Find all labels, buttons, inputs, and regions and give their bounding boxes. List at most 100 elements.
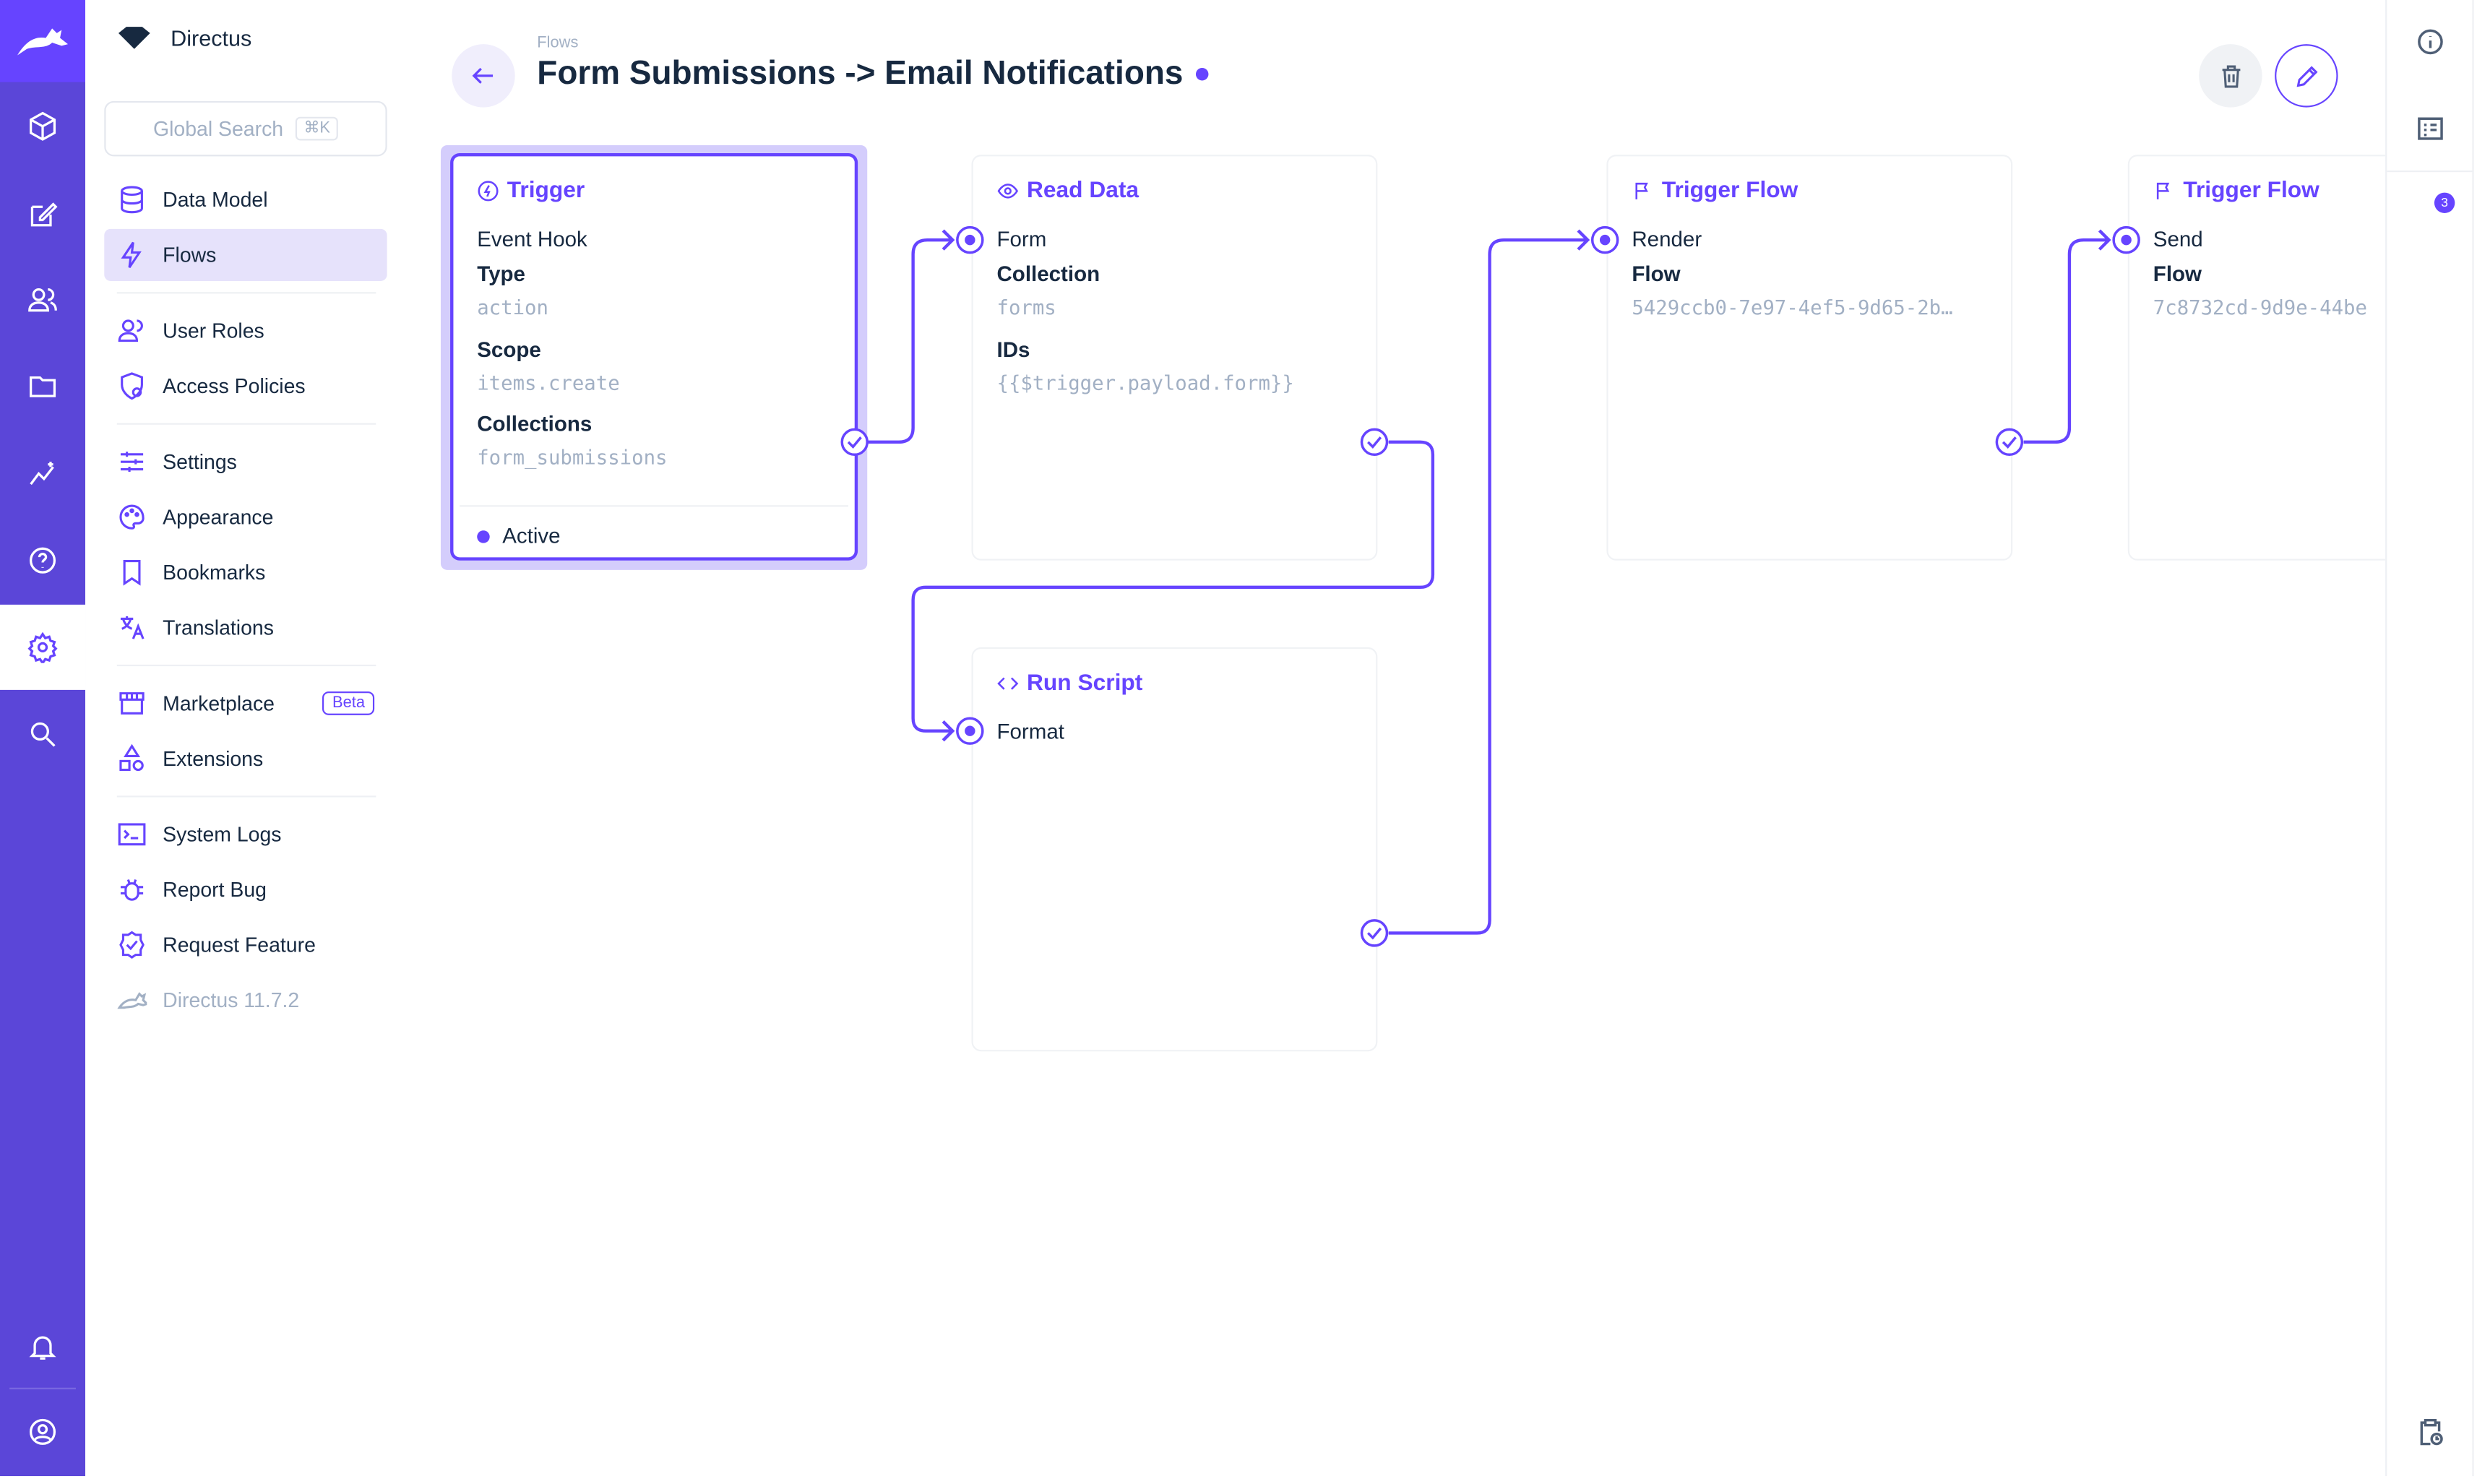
users-icon	[118, 319, 143, 342]
beta-badge: Beta	[322, 691, 375, 715]
nav-item-flows[interactable]: Flows	[104, 228, 387, 281]
clipboard-button[interactable]	[2387, 1389, 2473, 1475]
nav-label: Bookmarks	[163, 560, 266, 584]
directus-logo[interactable]	[0, 0, 86, 82]
trigger-flow-node-render[interactable]: Trigger Flow Render Flow 5429ccb0-7e97-4…	[1606, 155, 2013, 561]
module-bar	[0, 0, 86, 1477]
field-value: {{$trigger.payload.form}}	[996, 371, 1294, 395]
notification-badge: 3	[2434, 192, 2455, 213]
bolt-circle-icon	[478, 181, 499, 202]
nav-item-settings[interactable]: Settings	[104, 436, 387, 488]
connector-script-flow1	[1388, 238, 1588, 935]
read-data-node[interactable]: Read Data Form Collection forms IDs {{$t…	[971, 155, 1378, 561]
bell-icon[interactable]	[0, 1304, 85, 1389]
field-value: forms	[996, 295, 1056, 319]
logs-icon	[2418, 117, 2443, 140]
nav-item-data-model[interactable]: Data Model	[104, 173, 387, 225]
nav-label: Data Model	[163, 188, 268, 212]
nav-item-system-logs[interactable]: System Logs	[104, 808, 387, 860]
field-value: items.create	[477, 371, 620, 395]
nav-item-access-policies[interactable]: Access Policies	[104, 360, 387, 412]
node-name: Form	[996, 227, 1047, 251]
nav-label: Translations	[163, 616, 274, 639]
status-dot	[1195, 67, 1209, 81]
nav-item-report-bug[interactable]: Report Bug	[104, 863, 387, 915]
connector-arrowhead	[1577, 229, 1590, 251]
logs-button[interactable]: 3	[2387, 87, 2474, 213]
back-button[interactable]	[452, 44, 515, 108]
trigger-node[interactable]: Trigger Event Hook Type action Scope ite…	[450, 152, 858, 561]
files-module-icon[interactable]	[0, 344, 85, 429]
nav-label: Request Feature	[163, 933, 316, 957]
rabbit-icon	[117, 992, 147, 1009]
nav-item-extensions[interactable]: Extensions	[104, 733, 387, 785]
node-title: Trigger Flow	[2153, 178, 2319, 204]
node-title: Trigger Flow	[1632, 178, 1798, 204]
field-label: Collection	[996, 262, 1100, 286]
nav-label: Appearance	[163, 505, 274, 530]
database-icon	[121, 186, 143, 214]
nav-label: Marketplace	[163, 691, 275, 715]
nav-divider	[116, 292, 376, 294]
version-label: Directus 11.7.2	[163, 988, 300, 1012]
translate-icon	[120, 616, 145, 639]
nav-item-translations[interactable]: Translations	[104, 602, 387, 654]
rail-divider	[9, 1387, 76, 1389]
connector-arrowhead	[2098, 229, 2111, 251]
field-value: action	[477, 295, 548, 319]
info-button[interactable]	[2387, 0, 2473, 82]
field-label: Flow	[1632, 262, 1681, 286]
eye-icon	[997, 184, 1019, 199]
bookmark-icon	[123, 559, 141, 586]
node-title: Trigger	[477, 178, 585, 204]
run-script-node[interactable]: Run Script Format	[971, 647, 1378, 1052]
project-brand[interactable]: Directus	[117, 25, 251, 51]
arrow-left-icon	[472, 67, 494, 84]
bug-icon	[120, 879, 144, 901]
version-info[interactable]: Directus 11.7.2	[104, 974, 387, 1026]
nav-item-appearance[interactable]: Appearance	[104, 491, 387, 543]
nav-label: Extensions	[163, 746, 264, 771]
connector-flow1-flow2	[2023, 238, 2109, 444]
field-value: form_submissions	[477, 445, 668, 469]
edit-button[interactable]	[2275, 44, 2338, 108]
search-icon[interactable]	[0, 691, 85, 777]
field-value: 5429ccb0-7e97-4ef5-9d65-2b…	[1632, 295, 1953, 319]
flag-icon	[2156, 182, 2170, 199]
node-title: Run Script	[996, 671, 1142, 696]
users-module-icon[interactable]	[0, 257, 85, 342]
nav-item-marketplace[interactable]: Marketplace Beta	[104, 677, 387, 729]
navigation-pane: Directus Global Search ⌘K Data Model Flo…	[85, 0, 414, 1477]
store-icon	[119, 692, 145, 715]
node-name: Format	[996, 720, 1064, 744]
nav-divider	[116, 795, 376, 798]
connector-arrowhead	[942, 720, 955, 742]
project-logo-icon	[118, 27, 150, 49]
editor-module-icon[interactable]	[0, 172, 85, 257]
user-avatar-icon[interactable]	[0, 1389, 85, 1475]
node-title: Read Data	[996, 178, 1139, 204]
nav-label: System Logs	[163, 822, 282, 847]
flag-icon	[1635, 182, 1648, 199]
connector-arrowhead	[942, 229, 955, 251]
sliders-icon	[120, 452, 144, 472]
field-value: 7c8732cd-9d9e-44be	[2153, 295, 2367, 319]
nav-item-user-roles[interactable]: User Roles	[104, 305, 387, 357]
delete-button[interactable]	[2199, 44, 2262, 108]
nav-item-bookmarks[interactable]: Bookmarks	[104, 546, 387, 598]
global-search-input[interactable]: Global Search ⌘K	[104, 100, 387, 157]
flow-connectors	[867, 229, 2111, 935]
insights-module-icon[interactable]	[0, 431, 85, 517]
info-icon	[2418, 28, 2443, 54]
nav-divider	[116, 664, 376, 667]
nav-item-request-feature[interactable]: Request Feature	[104, 919, 387, 971]
settings-module-icon[interactable]	[0, 604, 86, 690]
field-label: Collections	[477, 412, 593, 436]
pencil-icon	[2296, 65, 2317, 87]
field-label: Type	[477, 262, 525, 286]
node-name: Send	[2153, 227, 2203, 251]
content-module-icon[interactable]	[0, 84, 85, 169]
help-module-icon[interactable]	[0, 518, 85, 603]
breadcrumb[interactable]: Flows	[537, 35, 579, 53]
trigger-flow-node-send[interactable]: Trigger Flow Send Flow 7c8732cd-9d9e-44b…	[2127, 155, 2413, 561]
